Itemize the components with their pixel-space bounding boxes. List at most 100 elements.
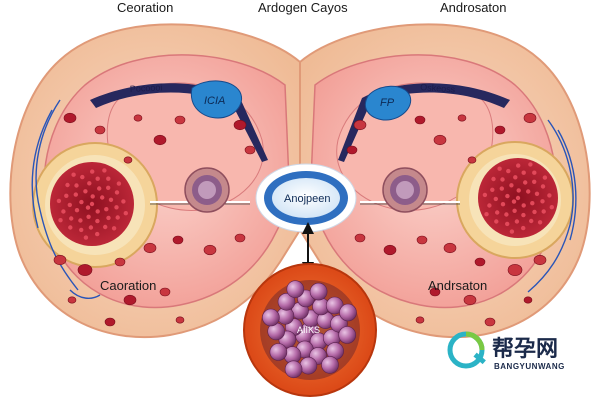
right-follicle-dot (482, 192, 488, 198)
right-follicle-dot (532, 209, 537, 215)
right-follicle-dot (505, 221, 510, 227)
left-follicle-dot (116, 181, 122, 186)
right-follicle-dot (490, 187, 495, 192)
left-follicle-dot (106, 176, 111, 181)
tissue-cell (123, 294, 137, 306)
tissue-cell (159, 287, 171, 297)
tissue-cell (203, 244, 217, 256)
left-follicle-dot (111, 226, 117, 231)
right-follicle-dot (547, 193, 552, 198)
left-follicle-dot (115, 215, 120, 220)
cluster-cell (338, 326, 357, 344)
tissue-cell (494, 125, 506, 135)
tissue-cell (175, 316, 185, 324)
left-follicle-dot (64, 193, 69, 198)
left-follicle-dot (65, 182, 70, 188)
left-follicle-dot (74, 183, 79, 188)
label-center-node: Anojpeen (284, 193, 331, 205)
tissue-cell (383, 244, 397, 256)
tissue-cell (77, 264, 93, 276)
label-top-center: Ardogen Cayos (258, 0, 348, 15)
right-follicle-dot (537, 220, 543, 225)
tissue-cell (457, 114, 467, 122)
right-follicle-dot (516, 188, 521, 193)
right-vessels (527, 119, 577, 293)
left-follicle-dot (68, 225, 73, 230)
right-follicle-dot (521, 212, 526, 218)
right-follicle-dot (530, 201, 535, 206)
label-bottom-left: Caoration (100, 278, 156, 293)
tissue-cell (467, 156, 477, 164)
tissue-cell (433, 134, 447, 146)
right-follicle-dot (516, 163, 521, 168)
left-follicle-dot (85, 205, 91, 210)
left-follicle-dot (114, 205, 119, 210)
right-follicle-dot (521, 170, 526, 175)
right-follicle-dot (542, 175, 548, 180)
left-nodule (184, 167, 230, 213)
tissue-cell (67, 296, 77, 304)
left-follicle-dot (61, 209, 66, 214)
label-bottom-right: Andrsaton (428, 278, 487, 293)
watermark-sub: BANGYUNWANG (494, 362, 565, 371)
label-top-right: Androsaton (440, 0, 507, 15)
tissue-cell (353, 119, 367, 131)
right-follicle-dot (500, 202, 506, 207)
right-follicle-dot (514, 219, 520, 224)
watermark: 帮孕网 BANGYUNWANG (447, 331, 565, 371)
left-follicle-dot (74, 208, 80, 213)
tissue-cell (53, 254, 67, 266)
left-follicle-dot (106, 185, 111, 190)
right-follicle-dot (521, 203, 526, 208)
left-pill (190, 80, 242, 119)
right-follicle-dot (506, 168, 511, 174)
left-follicle-dot (95, 209, 100, 214)
left-follicle-dot (86, 214, 91, 219)
right-follicle-dot (512, 208, 517, 213)
right-follicle-dot (532, 179, 537, 184)
right-follicle-dot (513, 175, 518, 180)
cluster-cell (339, 303, 357, 322)
cluster-cell (269, 343, 288, 361)
left-follicle-dot (79, 227, 84, 233)
cluster-cells (262, 280, 357, 379)
right-follicle-dot (493, 196, 498, 202)
cluster-cell (299, 356, 318, 375)
left-follicle-dot (103, 224, 108, 230)
right-pill (364, 85, 412, 121)
tissue-cell (143, 242, 157, 254)
left-follicle-dot (71, 172, 76, 177)
right-follicle-dot (541, 209, 546, 214)
right-follicle-dot (504, 212, 509, 217)
left-follicle-dot (121, 199, 126, 204)
left-follicle-dot (114, 190, 120, 195)
cluster-cell (262, 308, 280, 327)
tissue-cell (429, 287, 441, 297)
left-follicle-dot (95, 176, 100, 181)
right-follicle-dot (515, 195, 521, 201)
left-follicle-dot (108, 197, 114, 202)
label-right-pill: FP (380, 97, 395, 109)
left-follicle-dot (56, 198, 62, 204)
label-right-band: Oskeoss (420, 82, 456, 94)
cluster-cell (309, 282, 328, 301)
tissue-cell (114, 257, 126, 267)
right-follicle-dot (491, 176, 496, 182)
left-follicle-dot (80, 174, 85, 180)
label-left-band: Pocoooi (130, 82, 163, 94)
left-follicle-dot (88, 225, 94, 230)
right-follicle-dot (500, 177, 505, 182)
tissue-cell (474, 257, 486, 267)
left-follicle-dot (69, 216, 74, 221)
cluster-cell (284, 360, 303, 379)
right-follicle-dot (495, 210, 500, 215)
left-follicle-dot (79, 199, 84, 205)
left-follicle-dot (58, 218, 63, 223)
left-follicle-dot (102, 168, 107, 173)
tissue-cell (63, 112, 77, 124)
tissue-cell (484, 317, 496, 327)
right-follicle-dot (521, 225, 526, 231)
left-follicle-dot (123, 211, 128, 216)
left-follicle-dot (87, 181, 92, 186)
left-follicle-dot (83, 235, 89, 240)
